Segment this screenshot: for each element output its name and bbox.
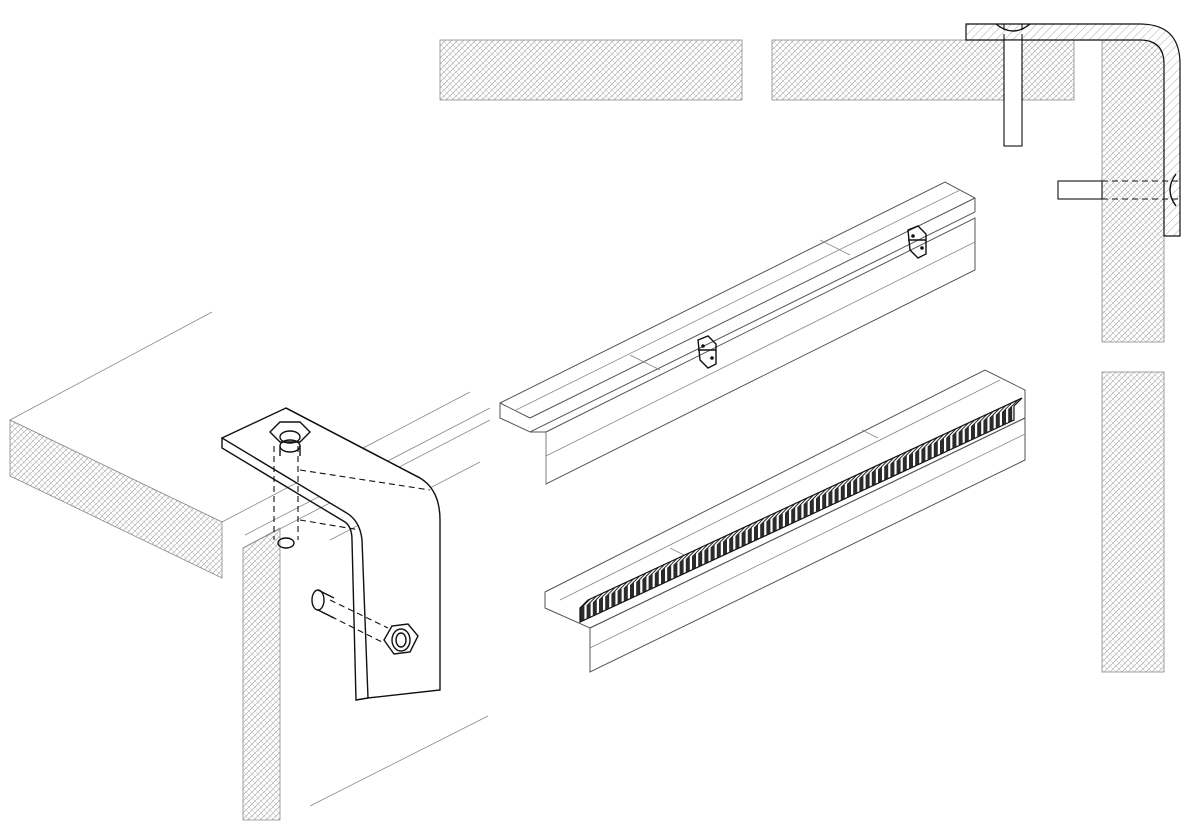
rail-clip-2 [907,225,927,259]
isometric-rail-with-bristle-strip [544,369,1026,673]
horizontal-board-front-face [9,419,223,579]
vertical-board-section [1101,39,1165,343]
bristle-strip [579,397,1023,623]
top-view-board-section [439,39,743,101]
bracket-top-plate [220,407,441,699]
isometric-bracket-joint [9,311,491,821]
side-bolt [311,589,335,619]
l-bracket-profile [965,23,1181,237]
vertical-bolt [1003,39,1023,147]
side-hex-nut [383,623,419,655]
horizontal-board-section [771,39,1075,101]
rail-clip-1 [697,335,717,369]
top-view-corner-section [771,23,1181,343]
bolt-hole [277,537,295,549]
side-section-column [1101,371,1165,673]
horizontal-bolt [1057,180,1103,200]
top-hex-nut [269,421,311,456]
bristle-strip-outline [579,397,1023,623]
isometric-rail-with-clips [499,181,976,485]
vertical-board-front-face [242,527,281,821]
